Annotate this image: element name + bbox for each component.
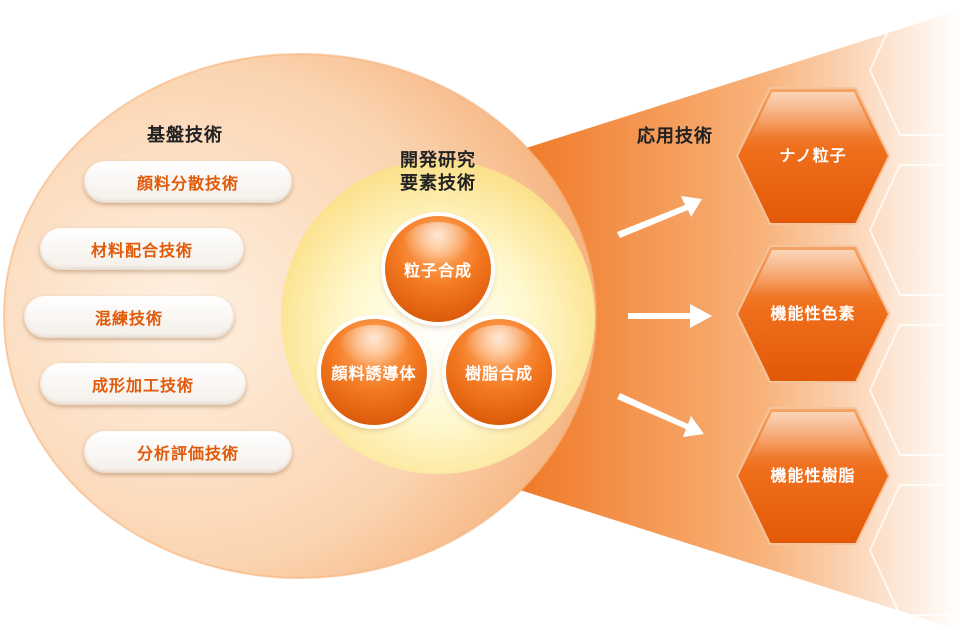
pill-kneading: 混練技術 — [24, 296, 234, 338]
hex-nanoparticle — [735, 87, 891, 225]
hex-label-nanoparticle: ナノ粒子 — [779, 146, 847, 165]
dev-research-title-line1: 開発研究 — [400, 150, 476, 171]
applied-tech-title: 応用技術 — [637, 126, 713, 147]
hex-label-functional-resin: 機能性樹脂 — [770, 466, 856, 485]
base-tech-title: 基盤技術 — [147, 125, 223, 146]
hex-functional-resin — [735, 407, 891, 545]
sphere-pigment-derivative: 顔料誘導体 — [321, 319, 427, 425]
arrow-down — [617, 393, 704, 437]
sphere-resin-synthesis: 樹脂合成 — [446, 319, 552, 425]
hex-label-functional-dye: 機能性色素 — [770, 304, 856, 323]
arrow-up — [617, 196, 702, 238]
honeycomb-pattern — [868, 4, 960, 616]
dev-research-title-line2: 要素技術 — [400, 173, 476, 194]
sphere-label: 樹脂合成 — [464, 364, 533, 383]
arrow-mid — [628, 304, 712, 328]
hex-functional-dye — [735, 245, 891, 383]
sphere-label: 粒子合成 — [403, 261, 472, 280]
sphere-label: 顔料誘導体 — [331, 364, 417, 383]
pill-analysis-evaluation: 分析評価技術 — [84, 431, 292, 473]
arrows — [617, 196, 712, 437]
pill-molding-processing: 成形加工技術 — [40, 363, 246, 405]
pill-pigment-dispersion: 顔料分散技術 — [84, 161, 292, 203]
pill-material-blending: 材料配合技術 — [40, 228, 244, 270]
sphere-particle-synthesis: 粒子合成 — [385, 216, 491, 322]
